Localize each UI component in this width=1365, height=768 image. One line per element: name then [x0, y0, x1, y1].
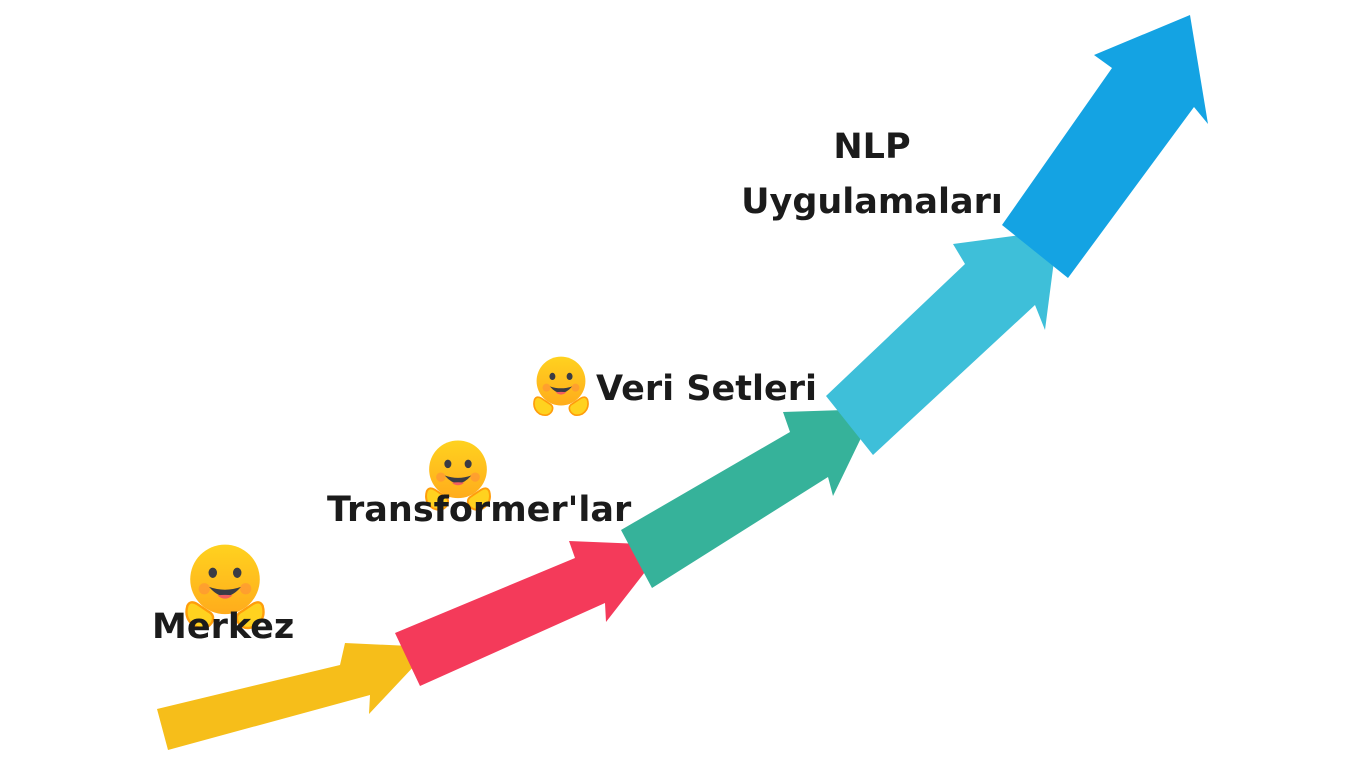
step-label-uygulamalari: Uygulamaları	[741, 182, 1003, 222]
arrow-step-final	[1002, 15, 1208, 278]
hugging-face-emoji-icon	[533, 355, 589, 417]
step-label-transformers: Transformer'lar	[327, 490, 632, 530]
step-label-veri-setleri: Veri Setleri	[596, 369, 817, 409]
arrow-step-veri-setleri	[621, 409, 875, 588]
arrow-step-merkez	[157, 643, 432, 750]
arrow-step-nlp-uygulamalari	[826, 230, 1058, 455]
step-label-nlp: NLP	[833, 127, 910, 167]
arrow-step-transformers	[395, 541, 666, 686]
step-label-merkez: Merkez	[152, 607, 294, 647]
